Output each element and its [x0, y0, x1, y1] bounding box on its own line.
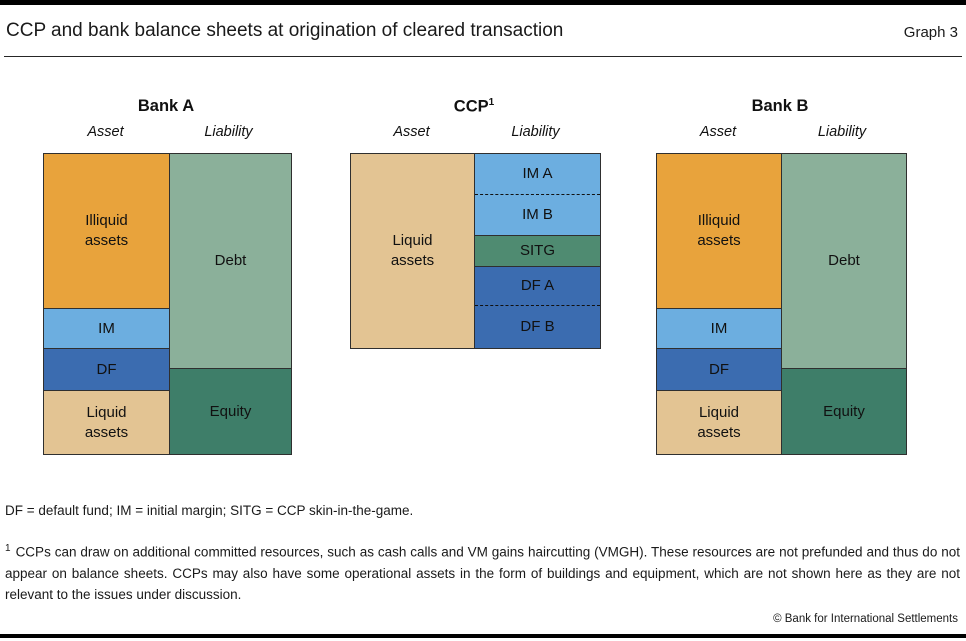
- block-label: IM B: [522, 206, 553, 223]
- footnote-1-text: CCPs can draw on additional committed re…: [5, 544, 960, 602]
- bank-a-columns: Illiquid assets IM DF Liquid assets Debt…: [43, 153, 292, 455]
- page-title: CCP and bank balance sheets at originati…: [6, 20, 564, 41]
- block-label: DF A: [520, 277, 555, 294]
- block-label: IM A: [522, 165, 553, 182]
- bank-b-liability-column: Debt Equity: [781, 153, 907, 455]
- ccp-liability-column: IM A IM B SITG DF A DF B: [474, 153, 601, 349]
- ccp-columns: Liquid assets IM A IM B SITG DF A DF B: [350, 153, 601, 349]
- bank-a-block-df: DF: [44, 348, 169, 390]
- ccp-title-footnote-marker: 1: [488, 97, 495, 108]
- ccp-block-sitg: SITG: [475, 235, 600, 266]
- bank-a-title: Bank A: [43, 97, 289, 116]
- ccp-block-df-b: DF B: [475, 305, 600, 348]
- bank-b-block-equity: Equity: [782, 368, 906, 454]
- bank-a-block-debt: Debt: [170, 154, 291, 368]
- bank-b-asset-header: Asset: [699, 124, 737, 140]
- ccp-column-headers: Asset Liability: [350, 124, 598, 140]
- bank-b-block-debt: Debt: [782, 154, 906, 368]
- block-label: Liquid assets: [84, 403, 129, 441]
- bank-a-block-illiquid-assets: Illiquid assets: [44, 154, 169, 308]
- bank-b-title-text: Bank B: [751, 97, 809, 115]
- block-label: Debt: [828, 252, 860, 269]
- block-label: SITG: [519, 242, 555, 259]
- ccp-asset-column: Liquid assets: [350, 153, 475, 349]
- block-label: DF: [96, 360, 117, 378]
- ccp-block-im-a: IM A: [475, 154, 600, 194]
- block-label: Equity: [823, 402, 865, 420]
- ccp-title-text: CCP: [453, 97, 489, 116]
- bank-b-column-headers: Asset Liability: [656, 124, 904, 140]
- block-label: Illiquid assets: [84, 212, 129, 249]
- ccp-block-df-a: DF A: [475, 266, 600, 305]
- block-label: Debt: [214, 252, 247, 269]
- bank-b-block-liquid-assets: Liquid assets: [657, 390, 781, 454]
- bank-b-liability-header: Liability: [817, 124, 867, 140]
- ccp-block-im-b: IM B: [475, 194, 600, 235]
- bank-b-title: Bank B: [656, 97, 904, 116]
- bank-a-asset-header: Asset: [87, 124, 124, 140]
- bank-a-block-liquid-assets: Liquid assets: [44, 390, 169, 454]
- bank-b-asset-column: Illiquid assets IM DF Liquid assets: [656, 153, 782, 455]
- ccp-block-liquid-assets: Liquid assets: [351, 154, 474, 348]
- bottom-black-bar: [0, 634, 966, 638]
- bank-b-block-illiquid-assets: Illiquid assets: [657, 154, 781, 308]
- block-label: Liquid assets: [390, 232, 435, 269]
- ccp-title: CCP1: [350, 97, 598, 117]
- block-label: Liquid assets: [697, 403, 741, 441]
- ccp-asset-header: Asset: [393, 124, 430, 140]
- copyright-notice: © Bank for International Settlements: [773, 613, 958, 625]
- block-label: DF B: [520, 318, 555, 335]
- bank-a-block-equity: Equity: [170, 368, 291, 454]
- balance-sheet-bank-b: Bank B Asset Liability Illiquid assets I…: [656, 95, 907, 455]
- bank-a-liability-column: Debt Equity: [169, 153, 292, 455]
- bank-a-title-text: Bank A: [137, 97, 195, 115]
- block-label: DF: [709, 360, 729, 378]
- footnote-1-marker: 1: [5, 543, 11, 554]
- block-label: IM: [98, 319, 115, 337]
- block-label: IM: [710, 319, 728, 337]
- bank-b-block-im: IM: [657, 308, 781, 348]
- abbreviation-legend: DF = default fund; IM = initial margin; …: [5, 503, 414, 518]
- top-black-bar: [0, 0, 966, 5]
- block-label: Equity: [209, 402, 252, 420]
- bank-b-block-df: DF: [657, 348, 781, 390]
- balance-sheet-bank-a: Bank A Asset Liability Illiquid assets I…: [43, 95, 292, 455]
- header-divider: [4, 56, 962, 57]
- bank-a-asset-column: Illiquid assets IM DF Liquid assets: [43, 153, 170, 455]
- block-label: Illiquid assets: [697, 212, 741, 249]
- bank-a-liability-header: Liability: [204, 124, 253, 140]
- balance-sheet-ccp: CCP1 Asset Liability Liquid assets IM A …: [350, 95, 601, 349]
- ccp-liability-header: Liability: [511, 124, 560, 140]
- bank-b-columns: Illiquid assets IM DF Liquid assets Debt…: [656, 153, 907, 455]
- graph-number-label: Graph 3: [903, 24, 958, 41]
- bank-a-block-im: IM: [44, 308, 169, 348]
- bank-a-column-headers: Asset Liability: [43, 124, 289, 140]
